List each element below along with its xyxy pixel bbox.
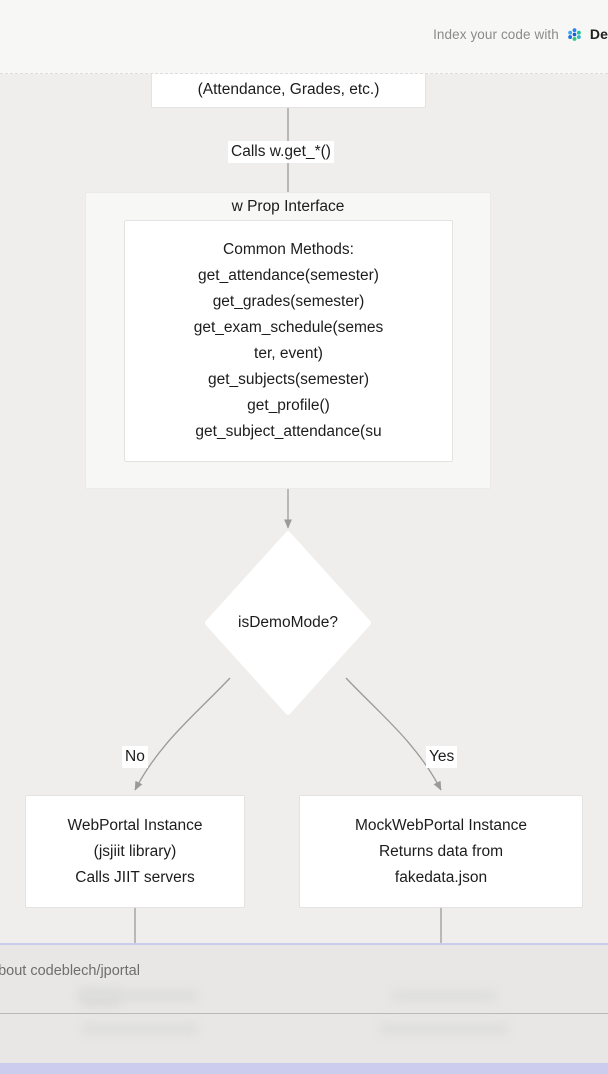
edge-label-no: No (122, 746, 148, 768)
node-mockportal-line-0: MockWebPortal Instance (354, 816, 527, 834)
node-webportal-line-2: Calls JIIT servers (75, 868, 195, 886)
node-common-methods-line-0: Common Methods: (223, 241, 354, 258)
node-is-demo-mode[interactable]: isDemoMode? (204, 530, 372, 716)
node-common-methods-line-1: get_attendance(semester) (198, 267, 379, 284)
overlay-blurred-chip (82, 1023, 198, 1035)
deepwiki-brand-label: De (589, 26, 608, 42)
node-webportal-line-0: WebPortal Instance (67, 816, 203, 834)
node-mockwebportal-instance[interactable]: MockWebPortal Instance Returns data from… (299, 795, 583, 908)
node-common-methods[interactable]: Common Methods: get_attendance(semester)… (124, 220, 453, 462)
edge-label-calls-get: Calls w.get_*() (228, 141, 334, 163)
bottom-overlay-panel[interactable]: about codeblech/jportal (0, 943, 608, 1074)
node-mockportal-line-1: Returns data from (378, 842, 504, 860)
page-header: Index your code with De (0, 0, 608, 74)
node-common-methods-line-5: get_subjects(semester) (207, 371, 370, 388)
index-code-label: Index your code with (433, 26, 559, 42)
edge-label-yes: Yes (426, 746, 458, 768)
node-common-methods-line-6: get_profile() (247, 397, 330, 414)
node-common-methods-line-2: get_grades(semester) (212, 293, 365, 310)
overlay-blurred-chip (78, 989, 198, 1002)
deepwiki-index-cta[interactable]: Index your code with De (433, 26, 608, 42)
node-webportal-instance[interactable]: WebPortal Instance (jsjiit library) Call… (25, 795, 245, 908)
edge-decision-no (134, 677, 231, 791)
overlay-divider (0, 1013, 608, 1014)
node-common-methods-line-4: ter, event) (254, 345, 323, 362)
node-mockportal-line-2: fakedata.json (394, 868, 488, 886)
node-webportal-line-1: (jsjiit library) (93, 842, 177, 860)
overlay-blurred-chip (392, 990, 496, 1002)
overlay-blurred-chip (380, 1023, 508, 1035)
node-data-request-line-0: (Attendance, Grades, etc.) (197, 81, 380, 98)
edge-decision-yes (345, 677, 442, 791)
node-common-methods-line-7: get_subject_attendance(su (195, 423, 382, 440)
subgraph-title: w Prop Interface (231, 198, 345, 215)
node-common-methods-line-3: get_exam_schedule(semes (193, 319, 384, 336)
deepwiki-cluster-icon (568, 27, 581, 41)
node-is-demo-mode-label: isDemoMode? (238, 614, 338, 631)
overlay-title: about codeblech/jportal (0, 963, 140, 979)
